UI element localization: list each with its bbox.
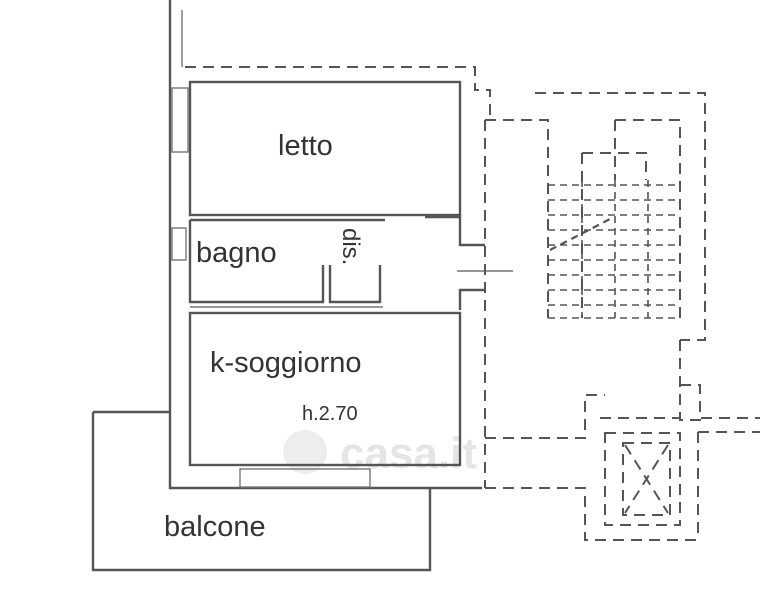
- window-letto: [171, 87, 189, 153]
- window-bagno: [171, 227, 187, 261]
- corridor-wall-lower: [458, 288, 485, 310]
- outer-walls: [91, 0, 482, 572]
- ceiling-height-label: h.2.70: [302, 403, 358, 425]
- staircase: [548, 180, 680, 319]
- watermark-text: casa.it: [340, 429, 477, 478]
- room-k-soggiorno: k-soggiorno h.2.70: [188, 311, 462, 488]
- room-bagno: bagno: [171, 218, 385, 304]
- room-label-k-soggiorno: k-soggiorno: [210, 347, 362, 379]
- common-areas-dashed: [185, 66, 760, 541]
- room-letto: letto: [171, 80, 462, 217]
- watermark-logo-icon: [283, 430, 327, 474]
- room-label-balcone: balcone: [164, 511, 266, 543]
- room-label-bagno: bagno: [196, 237, 277, 269]
- window-soggiorno: [239, 468, 371, 488]
- watermark: casa.it: [283, 429, 477, 478]
- room-label-dis: dis.: [337, 228, 364, 265]
- room-dis: dis.: [190, 228, 383, 308]
- corridor-wall: [425, 215, 485, 247]
- room-label-letto: letto: [278, 130, 333, 162]
